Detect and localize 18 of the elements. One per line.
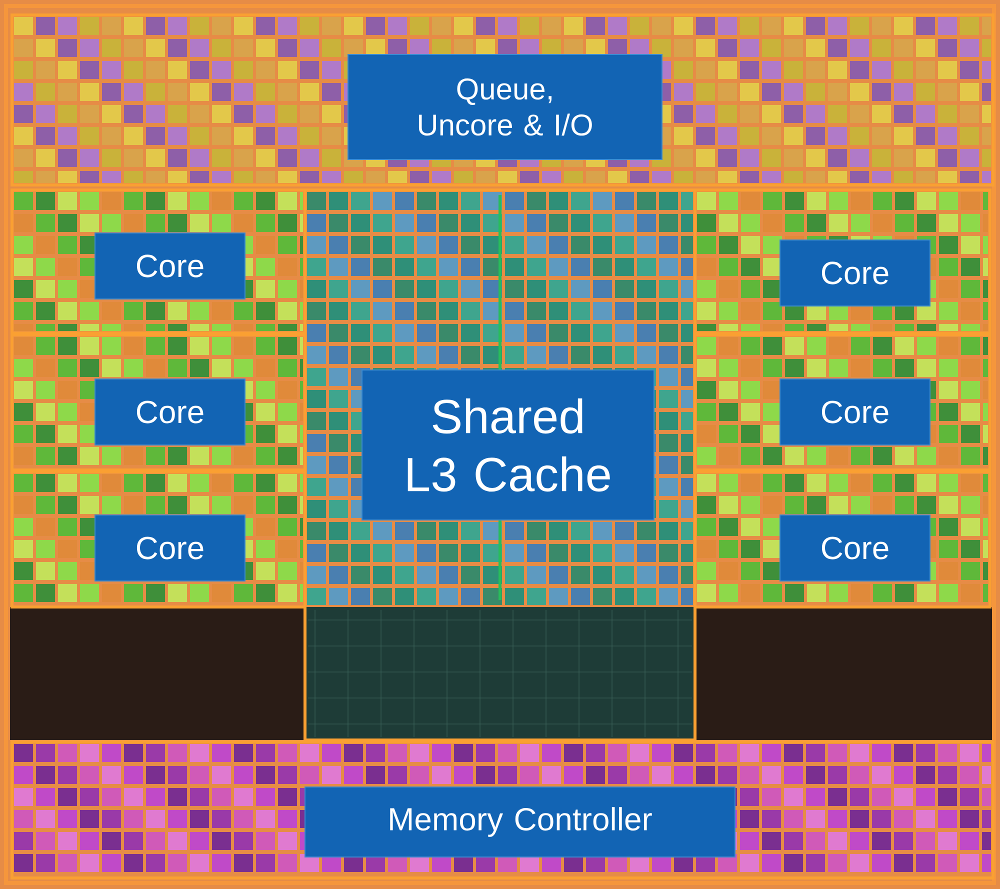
die-region: [304, 188, 696, 742]
label-box: Memory Controller: [304, 786, 736, 858]
die-region: [10, 740, 995, 880]
label-box: Core: [94, 378, 246, 446]
die-region: [694, 188, 992, 334]
die-region: [694, 334, 992, 472]
label-box: Shared L3 Cache: [362, 370, 654, 520]
die-region: [10, 188, 306, 334]
die-region: [10, 470, 306, 608]
label-box: Core: [780, 240, 931, 306]
die-region: [10, 14, 995, 186]
label-box: Core: [780, 514, 931, 582]
die-region: [10, 334, 306, 472]
die-region: [694, 470, 992, 608]
label-box: Core: [94, 514, 246, 582]
label-box: Core: [94, 232, 246, 300]
label-box: Core: [780, 378, 931, 446]
label-box: Queue, Uncore & I/O: [348, 54, 662, 160]
